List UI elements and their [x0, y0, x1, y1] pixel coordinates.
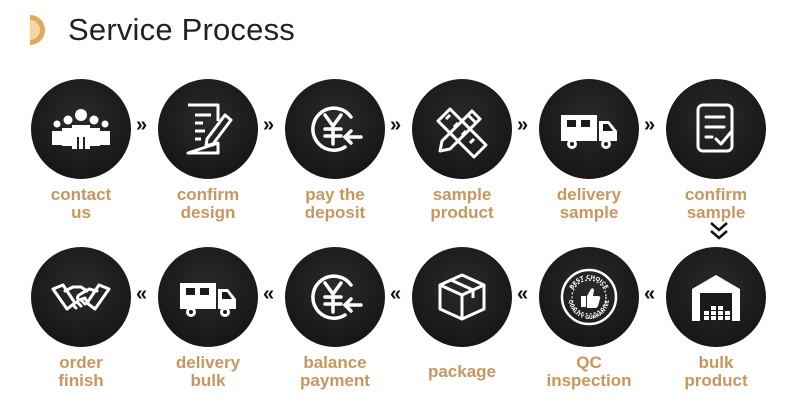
step-circle: [666, 247, 766, 347]
half-circle-logo-icon: [30, 15, 45, 45]
step-package: package: [402, 247, 522, 381]
arrow-right-icon: »: [517, 114, 528, 136]
step-circle: [31, 79, 131, 179]
arrow-left-icon: «: [390, 283, 401, 305]
header: Service Process: [30, 10, 295, 50]
arrow-left-icon: «: [517, 283, 528, 305]
step-circle: [285, 79, 385, 179]
step-circle: BEST CHOICE QUALITY GUARANTEE: [539, 247, 639, 347]
arrow-down-icon: [710, 222, 728, 240]
step-circle: [539, 79, 639, 179]
box-icon: [438, 273, 486, 321]
page-title: Service Process: [68, 12, 295, 47]
truck-icon: [180, 283, 236, 317]
checklist-icon: [696, 103, 734, 153]
document-pen-icon: [186, 103, 233, 155]
quality-badge-icon: BEST CHOICE QUALITY GUARANTEE: [560, 268, 618, 326]
arrow-left-icon: «: [644, 283, 655, 305]
arrow-right-icon: »: [644, 114, 655, 136]
step-circle: [158, 247, 258, 347]
step-circle: [158, 79, 258, 179]
arrow-right-icon: »: [136, 114, 147, 136]
pencil-ruler-icon: [436, 107, 488, 159]
step-circle: [285, 247, 385, 347]
step-circle: [412, 247, 512, 347]
arrow-right-icon: »: [263, 114, 274, 136]
warehouse-icon: [692, 275, 740, 321]
step-circle: [412, 79, 512, 179]
svg-text:BEST CHOICE: BEST CHOICE: [569, 275, 609, 291]
arrow-left-icon: «: [136, 283, 147, 305]
yen-coin-icon: [311, 106, 363, 152]
truck-icon: [561, 115, 617, 149]
arrow-left-icon: «: [263, 283, 274, 305]
step-circle: [666, 79, 766, 179]
step-circle: [31, 247, 131, 347]
yen-coin-icon: [311, 274, 363, 320]
step-label: package: [427, 362, 497, 381]
people-icon: [52, 109, 110, 149]
arrow-right-icon: »: [390, 114, 401, 136]
handshake-icon: [51, 283, 111, 311]
